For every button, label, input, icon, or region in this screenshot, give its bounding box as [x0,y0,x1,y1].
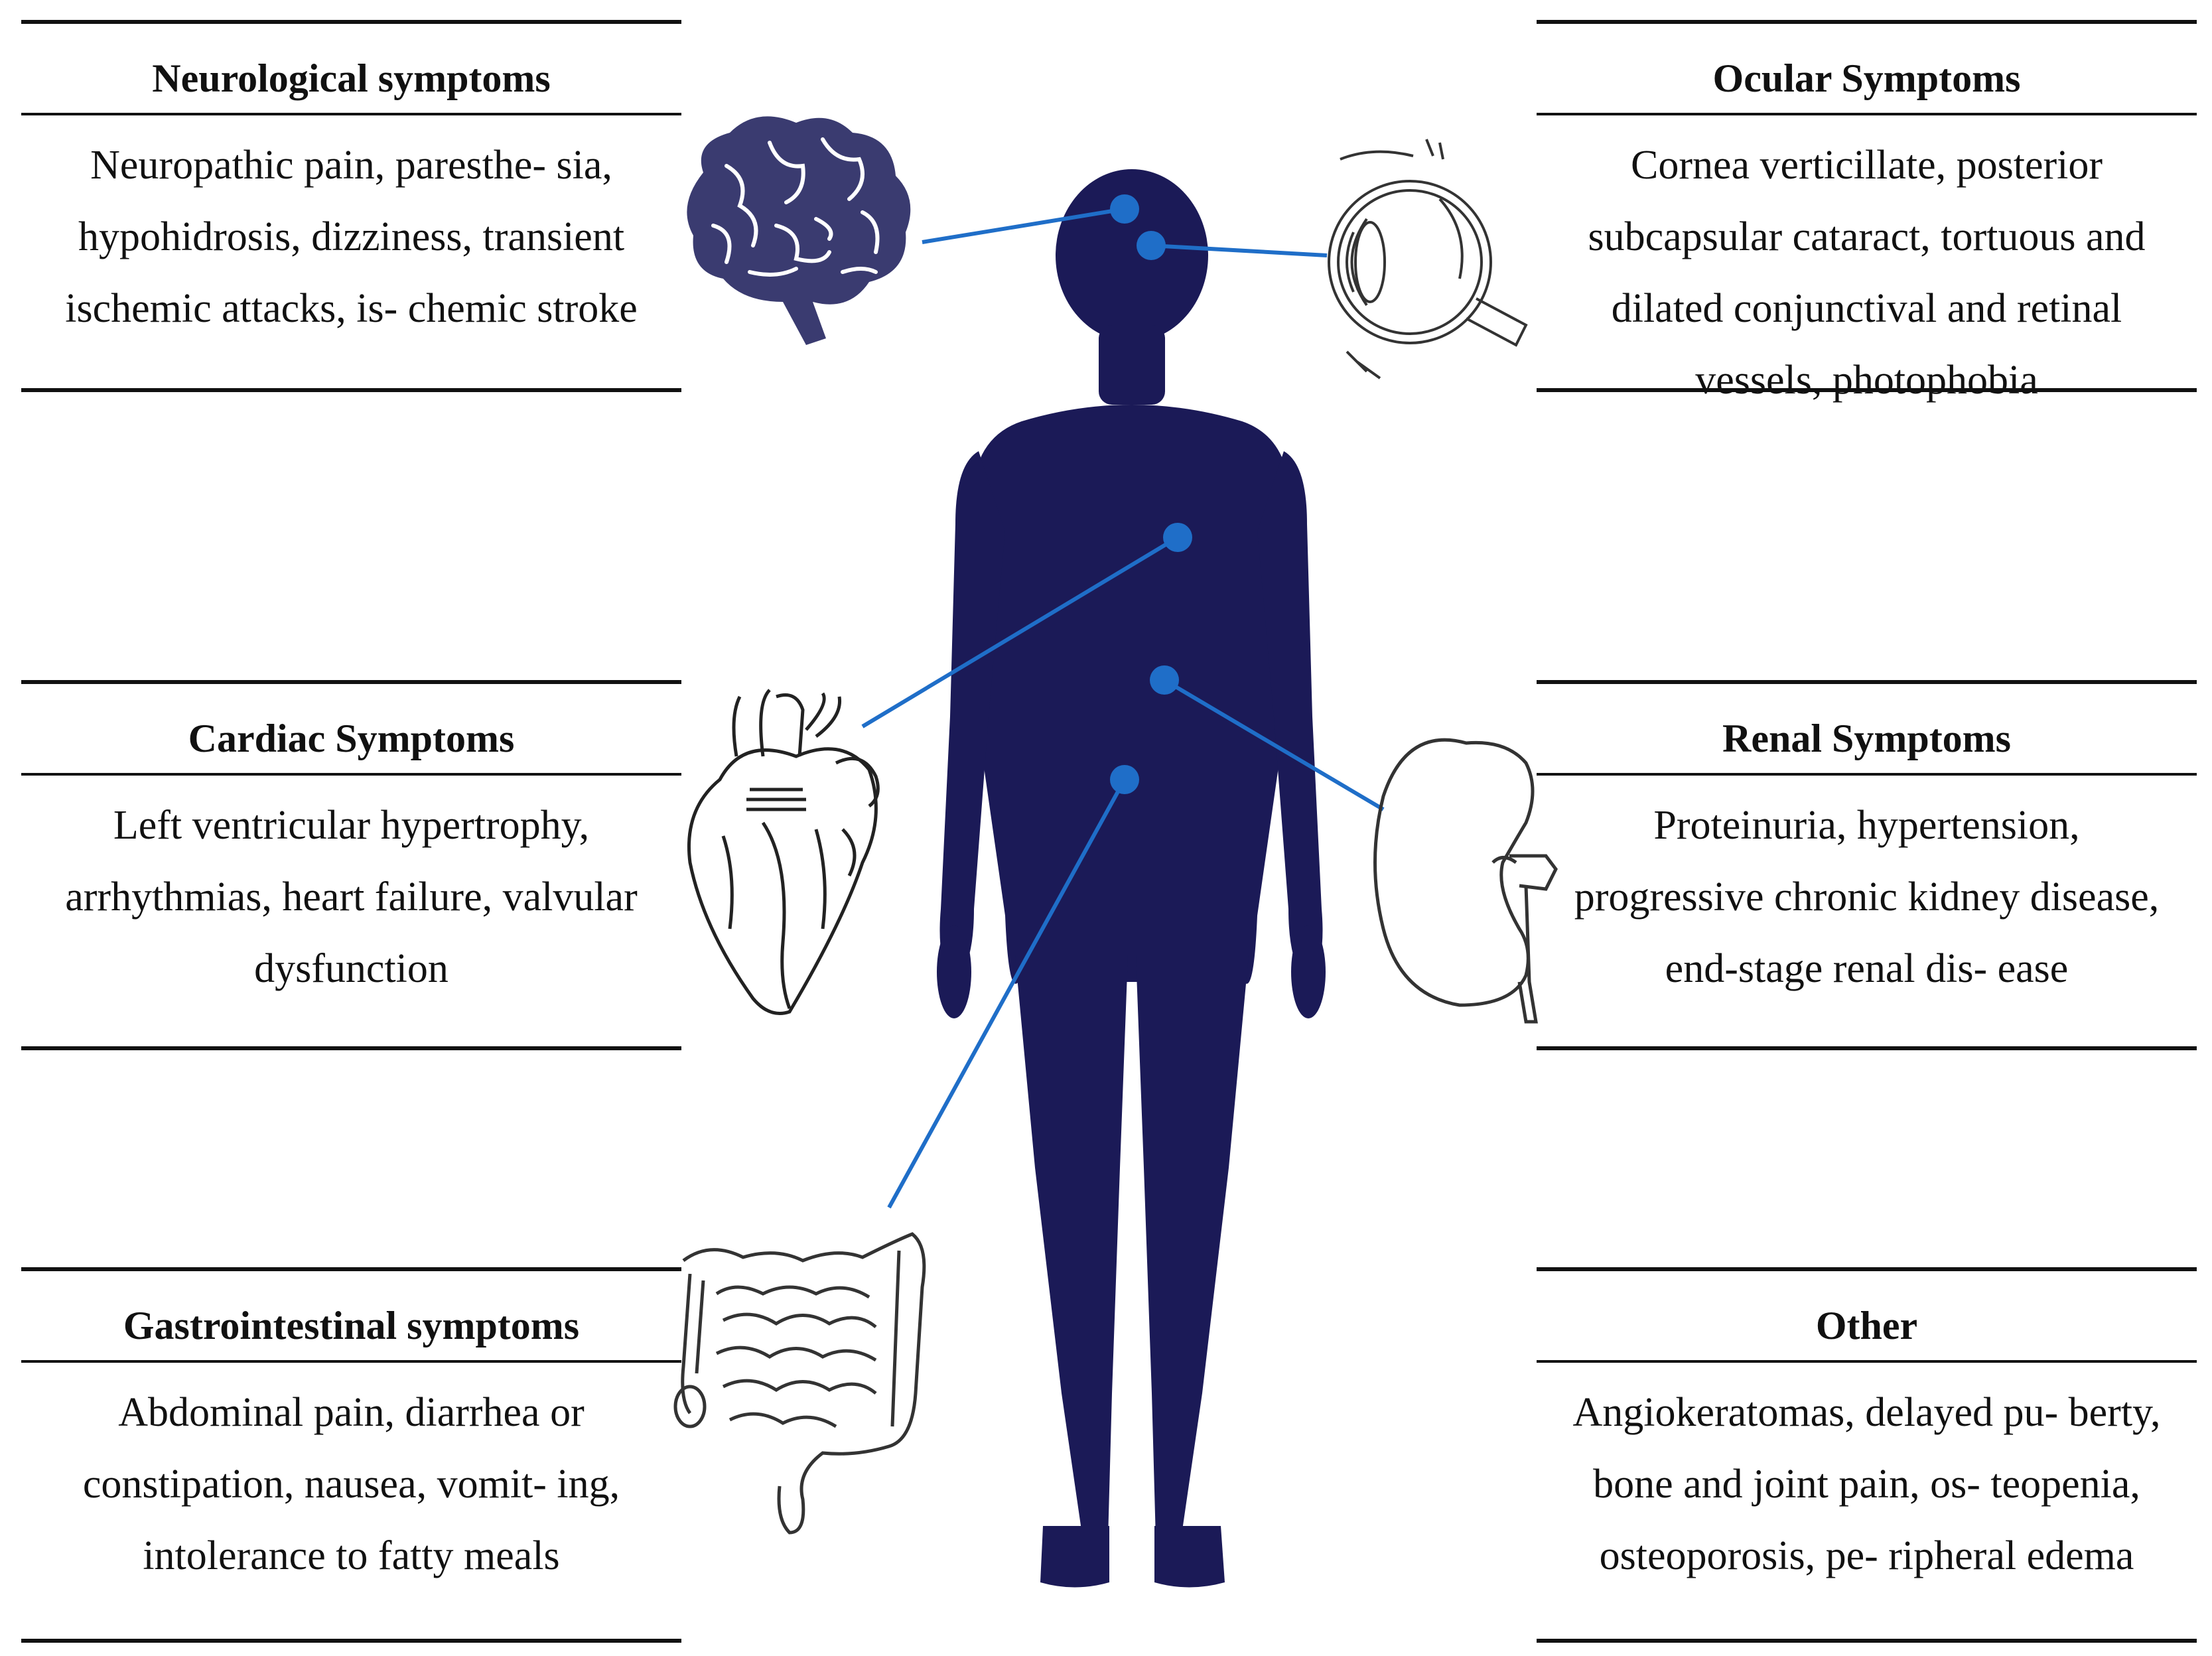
panel-title: Cardiac Symptoms [188,717,515,760]
rule-bottom [21,1639,681,1643]
panel-gastrointestinal: Gastrointestinal symptoms Abdominal pain… [21,1267,681,1649]
marker-kidney [1150,665,1179,695]
rule-mid [21,773,681,776]
panel-text: Neuropathic pain, paresthe- sia, hypohid… [65,143,638,331]
connector-brain [922,207,1125,244]
rule-top [1537,680,2197,684]
rule-mid [1537,113,2197,115]
panel-other: Other Angiokeratomas, delayed pu- berty,… [1537,1267,2197,1649]
panel-renal: Renal Symptoms Proteinuria, hypertension… [1537,680,2197,1058]
intestine-icon [673,1232,926,1535]
panel-title: Renal Symptoms [1722,717,2012,760]
rule-mid [1537,1360,2197,1363]
eye-icon [1328,139,1528,380]
marker-intestine [1110,765,1139,794]
rule-top [21,680,681,684]
panel-cardiac: Cardiac Symptoms Left ventricular hypert… [21,680,681,1058]
panel-text: Cornea verticillate, posterior subcapsul… [1588,143,2146,403]
kidney-icon [1373,738,1558,1024]
panel-title: Gastrointestinal symptoms [123,1304,580,1347]
marker-eye [1137,231,1166,260]
rule-bottom [1537,1639,2197,1643]
rule-mid [1537,773,2197,776]
rule-top [21,1267,681,1271]
panel-ocular: Ocular Symptoms Cornea verticillate, pos… [1537,20,2197,403]
panel-text: Abdominal pain, diarrhea or constipation… [82,1390,620,1578]
rule-mid [21,1360,681,1363]
rule-top [1537,20,2197,24]
connector-eye [1150,243,1328,257]
connector-heart [861,535,1179,728]
rule-mid [21,113,681,115]
panel-text: Proteinuria, hypertension, progressive c… [1574,803,2160,991]
human-silhouette-icon [937,169,1326,1588]
rule-bottom [21,388,681,392]
panel-text: Left ventricular hypertrophy, arrhythmia… [65,803,638,991]
brain-icon [687,116,911,345]
panel-neurological: Neurological symptoms Neuropathic pain, … [21,20,681,395]
rule-top [1537,1267,2197,1271]
connector-kidney [1163,678,1385,811]
rule-bottom [21,1046,681,1050]
heart-icon [687,689,880,1015]
rule-bottom [1537,388,2197,392]
rule-bottom [1537,1046,2197,1050]
panel-title: Other [1815,1304,1918,1347]
connector-intestine [887,778,1127,1209]
marker-heart [1163,523,1192,552]
panel-title: Neurological symptoms [152,56,551,100]
marker-brain [1110,194,1139,224]
panel-title: Ocular Symptoms [1712,56,2021,100]
rule-top [21,20,681,24]
panel-text: Angiokeratomas, delayed pu- berty, bone … [1572,1390,2161,1578]
